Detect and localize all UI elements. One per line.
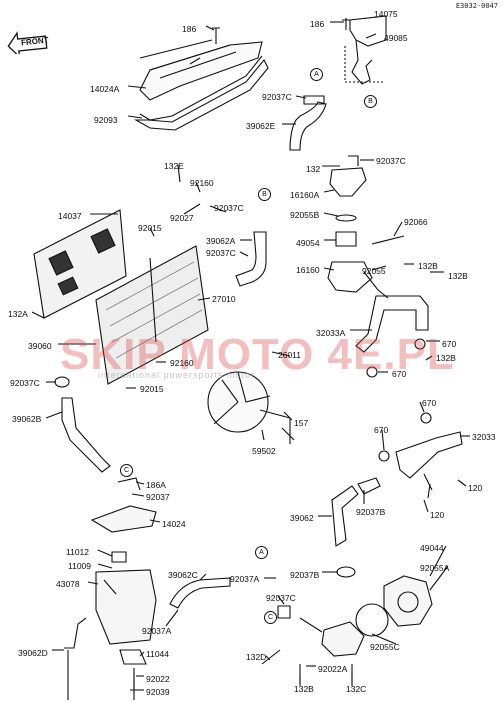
callout-cA2: A (255, 546, 268, 559)
part-label-l14037: 14037 (58, 211, 82, 221)
part-label-l59502: 59502 (252, 446, 276, 456)
part-label-l186b: 186 (310, 19, 325, 29)
part-label-l92055a: 92055A (420, 563, 450, 573)
hose-39062b (61, 397, 111, 473)
part-label-l92093: 92093 (94, 115, 118, 125)
part-label-l92039: 92039 (146, 687, 170, 697)
part-label-l186a: 186 (182, 24, 197, 34)
part-label-l26011: 26011 (278, 350, 302, 360)
part-label-l92037c6: 92037C (266, 593, 296, 603)
part-label-l39062b: 39062B (12, 414, 42, 424)
part-label-l43078: 43078 (56, 579, 80, 589)
part-label-l670c: 670 (422, 398, 437, 408)
part-label-l14024: 14024 (162, 519, 186, 529)
water-pump-cover (383, 575, 433, 627)
part-label-l92022: 92022 (146, 674, 170, 684)
thermostat-cover (329, 167, 367, 197)
part-label-l92037c1: 92037C (262, 92, 292, 102)
part-label-l27010: 27010 (212, 294, 236, 304)
part-label-l32033: 32033 (472, 432, 496, 442)
part-label-l92037b2: 92037B (290, 570, 320, 580)
callout-cC2: C (264, 611, 277, 624)
part-label-l132b2: 132B (448, 271, 468, 281)
part-label-l132b1: 132B (418, 261, 438, 271)
part-label-l39060: 39060 (28, 341, 52, 351)
part-label-l92022a: 92022A (318, 664, 348, 674)
part-label-l16160a: 16160A (290, 190, 320, 200)
part-label-l11012: 11012 (66, 547, 90, 557)
part-label-l39062: 39062 (290, 513, 314, 523)
part-label-l92027: 92027 (170, 213, 194, 223)
part-label-l11009: 11009 (68, 561, 92, 571)
part-label-l39062e: 39062E (246, 121, 276, 131)
part-label-l670d: 670 (374, 425, 389, 435)
part-label-l132b4: 132B (294, 684, 314, 694)
part-label-l120b: 120 (430, 510, 445, 520)
part-label-l132e: 132E (164, 161, 184, 171)
part-label-l92015a: 92015 (138, 223, 162, 233)
part-label-l92037a2: 92037A (142, 626, 172, 636)
part-label-l186a2: 186A (146, 480, 166, 490)
pipe-32033 (395, 431, 463, 479)
part-label-l92055: 92055 (362, 266, 386, 276)
water-pump-body (321, 621, 365, 657)
bracket-14075 (349, 15, 387, 47)
part-label-l49054: 49054 (296, 238, 320, 248)
diagram-code: E3032-0047 (455, 2, 498, 10)
part-label-l16160: 16160 (296, 265, 320, 275)
hose-39062 (331, 485, 359, 547)
part-label-l92037a1: 92037A (230, 574, 260, 584)
part-label-l14075: 14075 (374, 9, 398, 19)
part-label-l39062c: 39062C (168, 570, 198, 580)
part-label-l92015b: 92015 (140, 384, 164, 394)
part-label-l92055c: 92055C (370, 642, 400, 652)
pipe-32033a (355, 295, 429, 353)
part-label-l49044: 49044 (420, 543, 444, 553)
part-label-l92055b: 92055B (290, 210, 320, 220)
part-label-l92160a: 92160 (190, 178, 214, 188)
part-label-l92037c5: 92037C (10, 378, 40, 388)
part-label-l92160b: 92160 (170, 358, 194, 368)
part-label-l157: 157 (294, 418, 309, 428)
part-label-l132a: 132A (8, 309, 28, 319)
part-label-l132d: 132D (246, 652, 267, 662)
watermark: SKIP MOTO 4E.PL (60, 330, 455, 379)
part-label-l39062a: 39062A (206, 236, 236, 246)
part-label-l11044: 11044 (146, 649, 170, 659)
part-label-l92066: 92066 (404, 217, 428, 227)
callout-cB2: B (258, 188, 271, 201)
hose-39062d (64, 617, 87, 649)
part-label-l132: 132 (306, 164, 321, 174)
radiator-core (95, 245, 209, 385)
hose-39062c (169, 577, 231, 609)
callout-cC1: C (120, 464, 133, 477)
callout-cA1: A (310, 68, 323, 81)
front-arrow: FRONT (6, 30, 50, 59)
hose-39062e (289, 101, 327, 151)
hose-39062a (235, 231, 267, 287)
part-label-l670b: 670 (392, 369, 407, 379)
part-label-l670a: 670 (442, 339, 457, 349)
callout-cB1: B (364, 95, 377, 108)
part-label-l132c: 132C (346, 684, 367, 694)
part-label-l92037: 92037 (146, 492, 170, 502)
thermostat-housing (327, 261, 373, 293)
part-label-l32033a: 32033A (316, 328, 346, 338)
part-label-l120a: 120 (468, 483, 483, 493)
cover-top (139, 41, 263, 101)
part-label-l132b3: 132B (436, 353, 456, 363)
part-label-l39062d: 39062D (18, 648, 48, 658)
part-label-l92037b: 92037B (356, 507, 386, 517)
seal-strip (133, 58, 269, 131)
reservoir-bracket (90, 505, 157, 533)
part-label-l14024a: 14024A (90, 84, 120, 94)
part-label-l92037c3: 92037C (214, 203, 244, 213)
watermark-subtitle: international powersports motor (98, 370, 256, 380)
part-label-l92037c4: 92037C (206, 248, 236, 258)
part-label-l92037c2: 92037C (376, 156, 406, 166)
part-label-l49085: 49085 (384, 33, 408, 43)
